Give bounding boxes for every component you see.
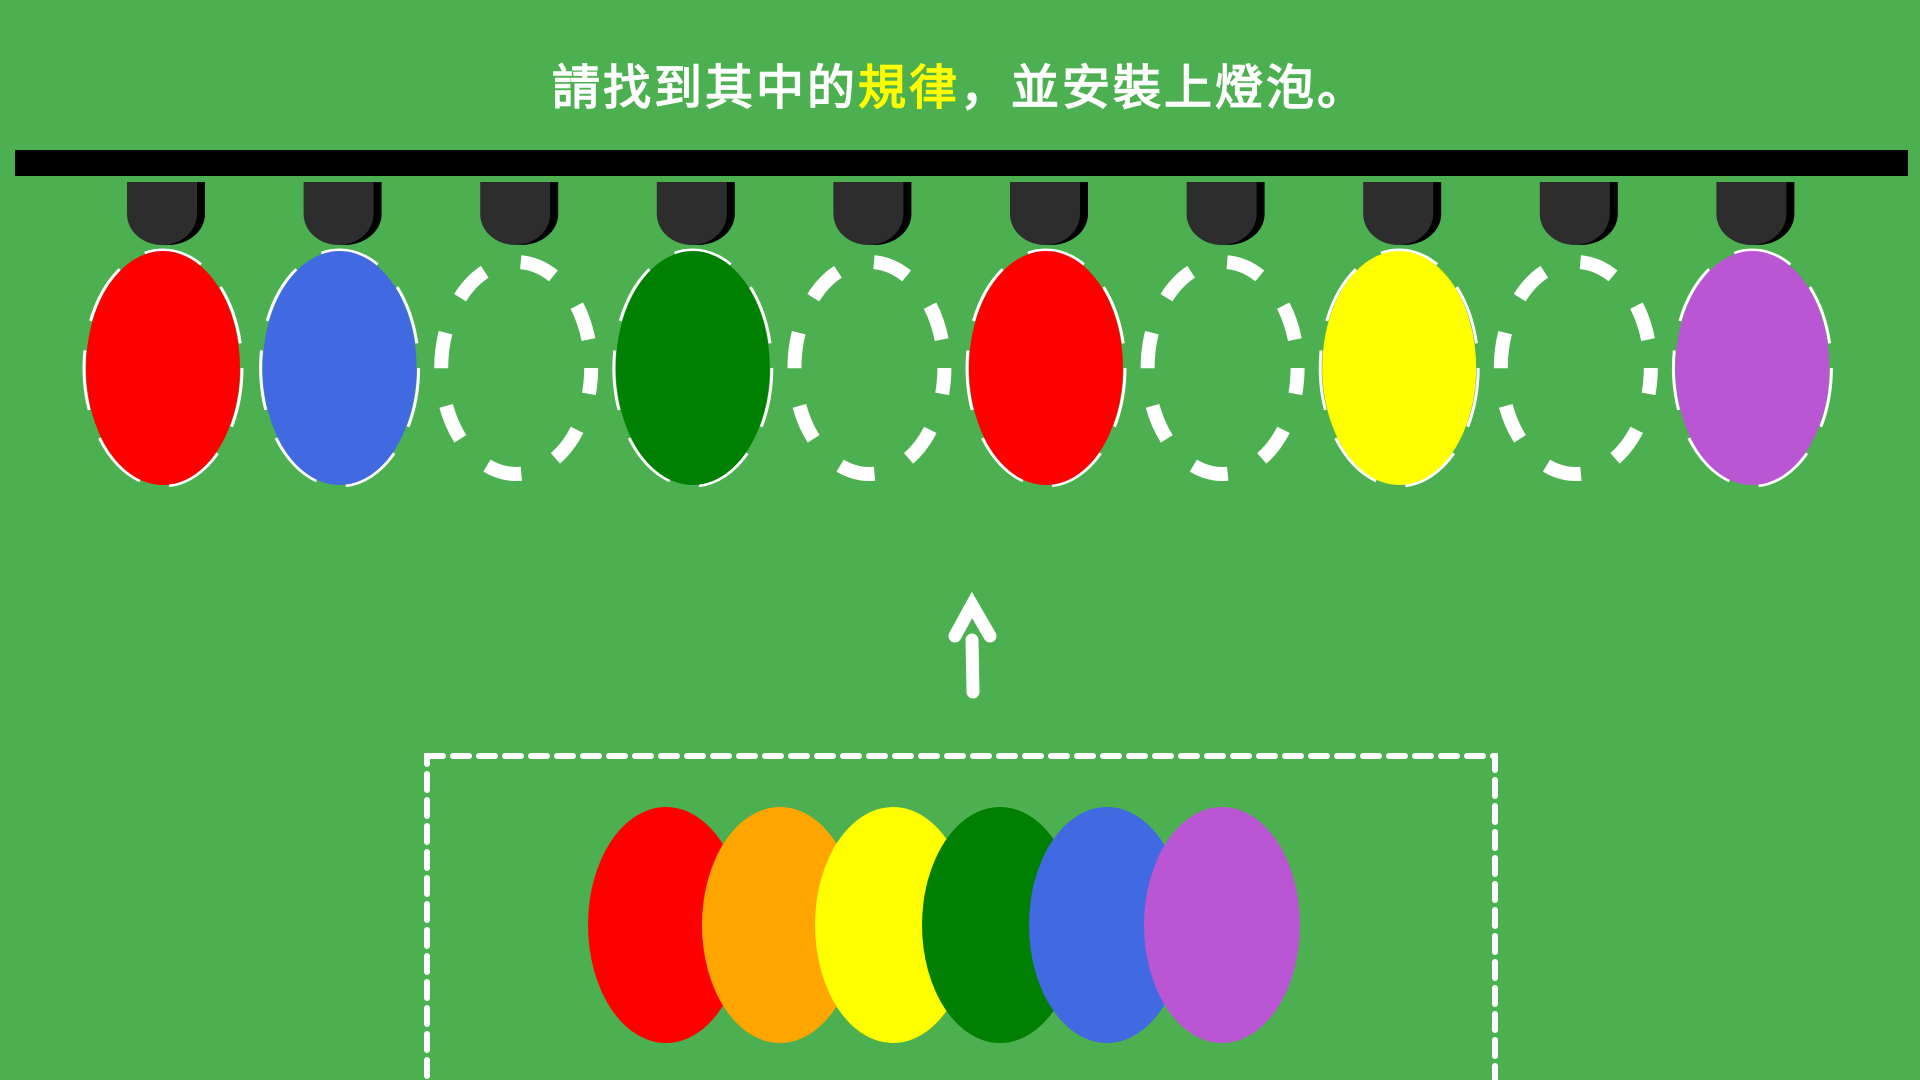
title-text-after: ，並安裝上燈泡。: [960, 60, 1369, 116]
socket-icon: [833, 182, 904, 245]
light-slot-7[interactable]: [1140, 182, 1305, 481]
empty-bulb-slot[interactable]: [787, 255, 952, 481]
installed-bulb: [1675, 251, 1830, 485]
light-slot-2: [259, 182, 421, 488]
palette-bulb-purple[interactable]: [1144, 807, 1300, 1043]
light-string-bar: [15, 150, 1908, 176]
light-slots: [82, 182, 1833, 488]
palette-bulb-blue[interactable]: [1029, 807, 1185, 1043]
socket-icon: [480, 182, 551, 245]
slot-outline: [82, 248, 244, 488]
installed-bulb: [969, 251, 1123, 485]
empty-bulb-slot[interactable]: [1140, 255, 1305, 481]
socket-icon: [1716, 182, 1787, 245]
socket-icon: [127, 182, 197, 245]
light-slot-5[interactable]: [787, 182, 952, 481]
light-slot-9[interactable]: [1493, 182, 1658, 481]
up-arrow-icon: [948, 591, 997, 699]
socket-icon: [1186, 182, 1257, 245]
light-slot-1: [82, 182, 244, 488]
bulb-palette-box: [424, 753, 1498, 1080]
socket-icon: [656, 182, 727, 245]
empty-bulb-slot[interactable]: [434, 255, 599, 481]
installed-bulb: [1322, 251, 1477, 485]
slot-outline: [965, 248, 1127, 488]
installed-bulb: [615, 251, 770, 485]
bulb-palette: [588, 807, 1300, 1043]
light-slot-3[interactable]: [434, 182, 599, 481]
title-text-before: 請找到其中的: [551, 60, 858, 116]
installed-bulb: [86, 251, 240, 485]
socket-icon: [1539, 182, 1610, 245]
palette-bulb-orange[interactable]: [702, 807, 858, 1043]
socket-icon: [1010, 182, 1080, 245]
light-slot-8: [1318, 182, 1480, 488]
instruction-title: 請找到其中的規律，並安裝上燈泡。: [0, 48, 1920, 118]
title-highlight: 規律: [857, 60, 960, 116]
palette-bulb-green[interactable]: [922, 807, 1078, 1043]
light-slot-6: [965, 182, 1127, 488]
socket-icon: [303, 182, 374, 245]
slot-outline: [1671, 248, 1833, 488]
palette-bulb-yellow[interactable]: [815, 807, 971, 1043]
installed-bulb: [262, 251, 417, 485]
light-slot-10: [1671, 182, 1833, 488]
empty-bulb-slot[interactable]: [1493, 255, 1658, 481]
slot-outline: [259, 248, 421, 488]
slot-outline: [612, 248, 774, 488]
light-slot-4: [612, 182, 774, 488]
socket-icon: [1363, 182, 1434, 245]
palette-bulb-red[interactable]: [588, 807, 744, 1043]
slot-outline: [1318, 248, 1480, 488]
